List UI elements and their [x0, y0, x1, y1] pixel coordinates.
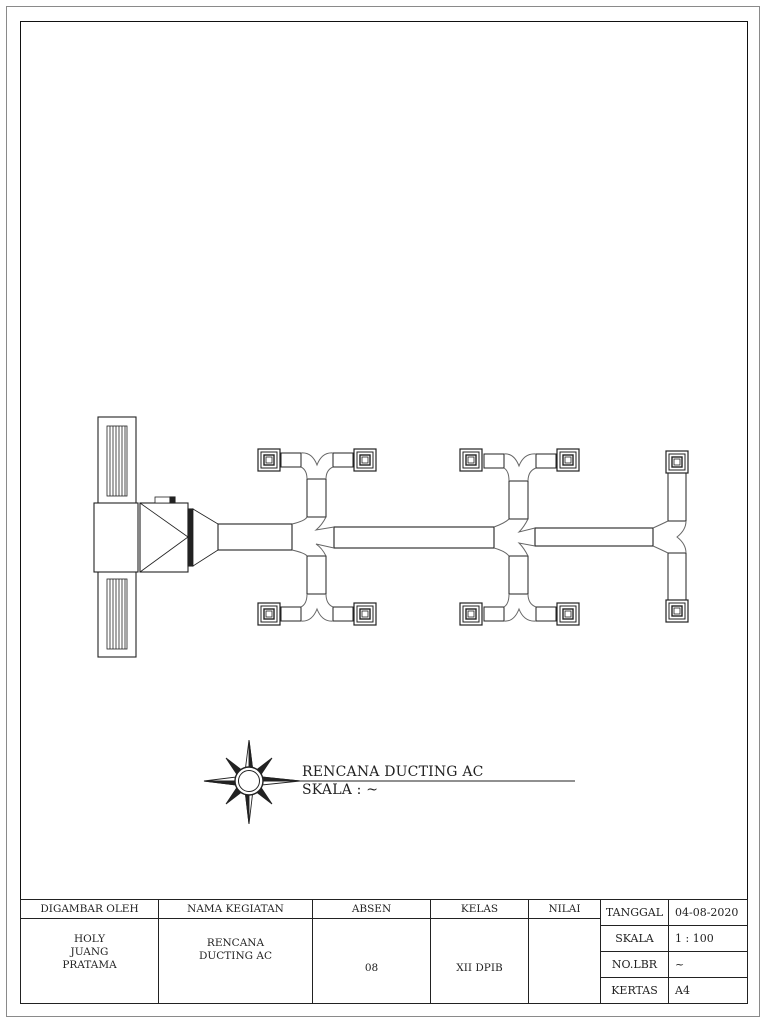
drawing-scale: SKALA : ~: [302, 782, 379, 798]
drawing-title: RENCANA DUCTING AC: [302, 764, 484, 780]
value-absen: 08: [312, 918, 431, 1004]
value-skala: 1 : 100: [668, 925, 748, 952]
ac-unit-icon: [93, 416, 219, 658]
main-duct-line: [217, 523, 654, 551]
header-kelas: KELAS: [430, 899, 529, 919]
title-block: DIGAMBAR OLEH NAMA KEGIATAN ABSEN KELAS …: [20, 899, 748, 1004]
value-kertas: A4: [668, 977, 748, 1004]
compass-rose-icon: [203, 739, 301, 825]
header-absen: ABSEN: [312, 899, 431, 919]
header-nama-kegiatan: NAMA KEGIATAN: [158, 899, 313, 919]
label-tanggal: TANGGAL: [600, 899, 669, 926]
branch-junction-1: [280, 452, 354, 622]
label-kertas: KERTAS: [600, 977, 669, 1004]
label-skala: SKALA: [600, 925, 669, 952]
page-outer-border: [6, 6, 760, 1017]
header-nilai: NILAI: [528, 899, 601, 919]
value-tanggal: 04-08-2020: [668, 899, 748, 926]
value-no-lbr: ~: [668, 951, 748, 978]
branch-junction-3: [652, 472, 687, 602]
value-digambar-oleh: HOLY JUANG PRATAMA: [20, 918, 159, 1004]
value-nilai: [528, 918, 601, 1004]
value-kelas: XII DPIB: [430, 918, 529, 1004]
label-no-lbr: NO.LBR: [600, 951, 669, 978]
branch-junction-2: [483, 453, 557, 622]
value-nama-kegiatan: RENCANA DUCTING AC: [158, 918, 313, 1004]
header-digambar-oleh: DIGAMBAR OLEH: [20, 899, 159, 919]
